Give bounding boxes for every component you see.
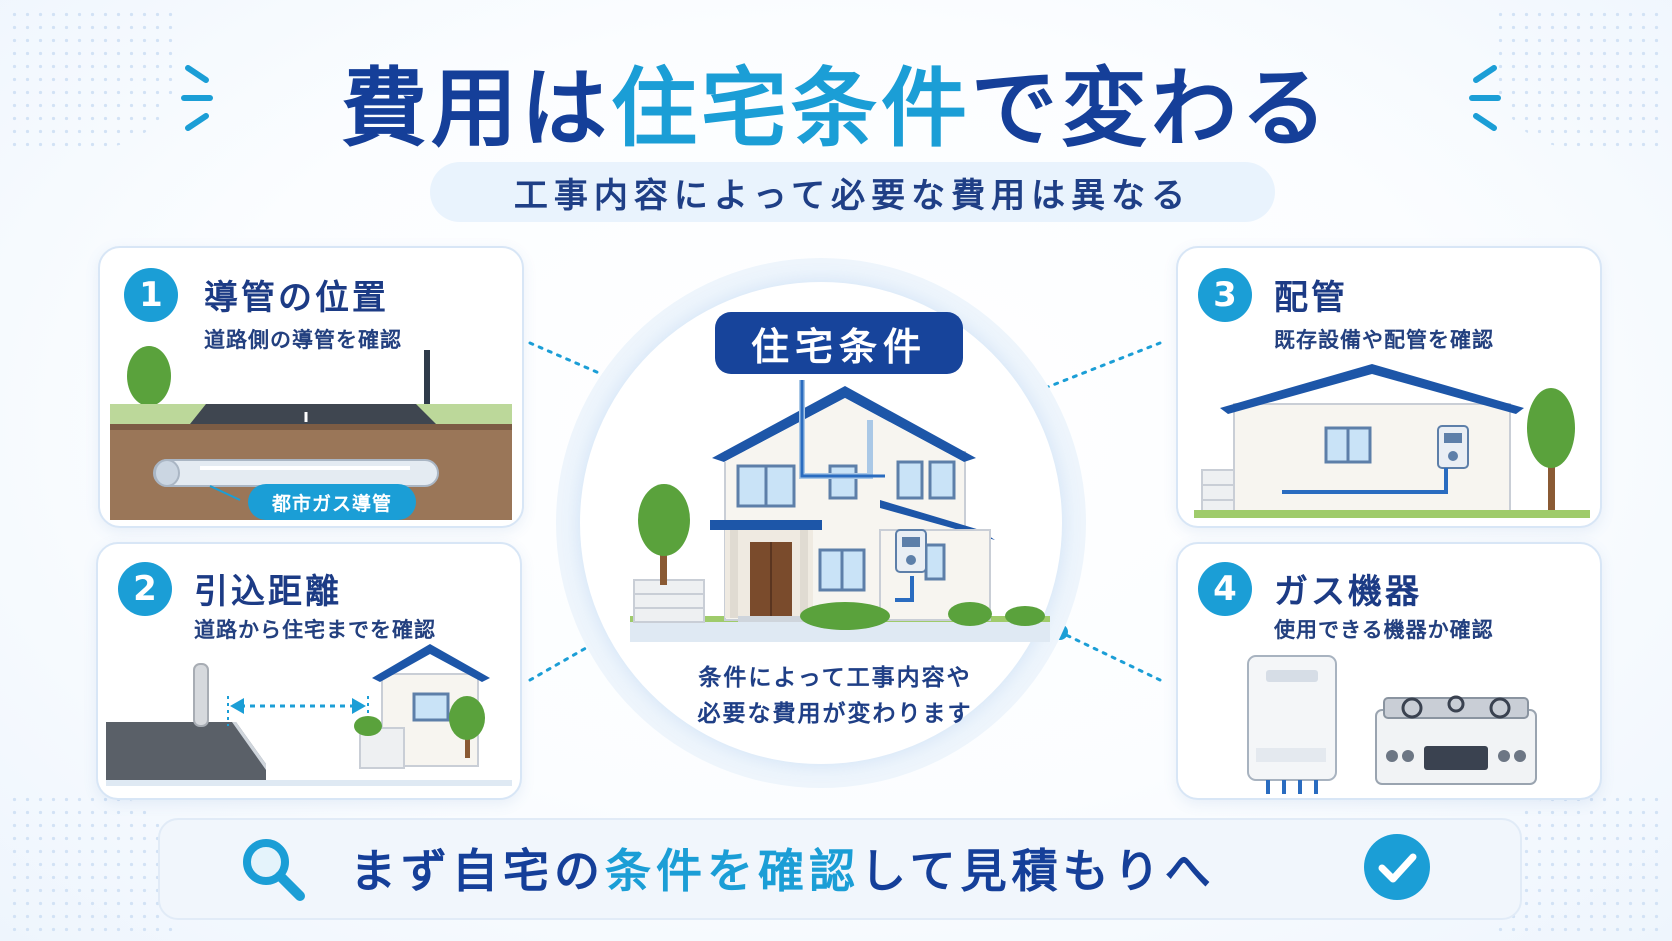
card-description: 道路から住宅までを確認 [194, 618, 436, 642]
card-piping: 3 配管 既存設備や配管を確認 [1176, 246, 1602, 528]
card-title: 引込距離 [194, 572, 342, 612]
cta-part: まず自宅の [350, 844, 605, 898]
title-highlight: 住宅条件 [611, 58, 971, 159]
card-description: 道路側の導管を確認 [204, 328, 402, 352]
card-gas-appliances: 4 ガス機器 使用できる機器か確認 [1176, 542, 1602, 800]
card-description: 既存設備や配管を確認 [1274, 328, 1494, 352]
center-description: 条件によって工事内容や 必要な費用が変わります [640, 660, 1030, 732]
card-title: ガス機器 [1274, 572, 1422, 612]
cta-highlight: を [707, 844, 758, 898]
call-to-action-text: まず自宅の 条件 を 確認 して見積もりへ [350, 838, 1216, 898]
cta-highlight: 条件 [605, 844, 707, 898]
card-number-badge: 3 [1198, 268, 1252, 322]
card-number-badge: 1 [124, 268, 178, 322]
card-title: 配管 [1274, 278, 1348, 318]
card-description: 使用できる機器か確認 [1274, 618, 1494, 642]
burst-lines-icon [1469, 65, 1501, 131]
card-title: 導管の位置 [204, 278, 389, 318]
dot-pattern-decoration [1494, 8, 1664, 148]
center-desc-line: 条件によって工事内容や [698, 665, 972, 691]
check-circle-icon [1364, 834, 1430, 900]
card-pipe-position: 1 導管の位置 道路側の導管を確認 都市ガス導管 [98, 246, 524, 528]
pipe-label: 都市ガス導管 [248, 484, 416, 520]
burst-lines-icon [181, 65, 213, 131]
distance-illustration [106, 644, 512, 786]
dot-pattern-decoration [1494, 793, 1664, 933]
center-desc-line: 必要な費用が変わります [697, 701, 973, 727]
title-part: で変わる [971, 58, 1331, 159]
title-part: 費用は [341, 58, 611, 159]
card-number-badge: 2 [118, 562, 172, 616]
call-to-action-bar [158, 818, 1522, 920]
subtitle-pill: 工事内容によって必要な費用は異なる [430, 162, 1275, 222]
cta-part: して見積もりへ [860, 844, 1216, 898]
water-heater-icon [1247, 655, 1337, 794]
gas-stove-icon [1375, 695, 1537, 785]
cta-highlight: 確認 [758, 844, 860, 898]
dot-pattern-decoration [8, 8, 178, 148]
dot-pattern-decoration [8, 793, 178, 933]
center-label: 住宅条件 [715, 312, 963, 374]
page-title: 費用は 住宅条件 で変わる [0, 40, 1672, 160]
piping-illustration [1194, 364, 1590, 518]
house-icon [630, 380, 1050, 642]
card-number-badge: 4 [1198, 562, 1252, 616]
card-service-distance: 2 引込距離 道路から住宅までを確認 [96, 542, 522, 800]
search-icon [243, 839, 305, 901]
